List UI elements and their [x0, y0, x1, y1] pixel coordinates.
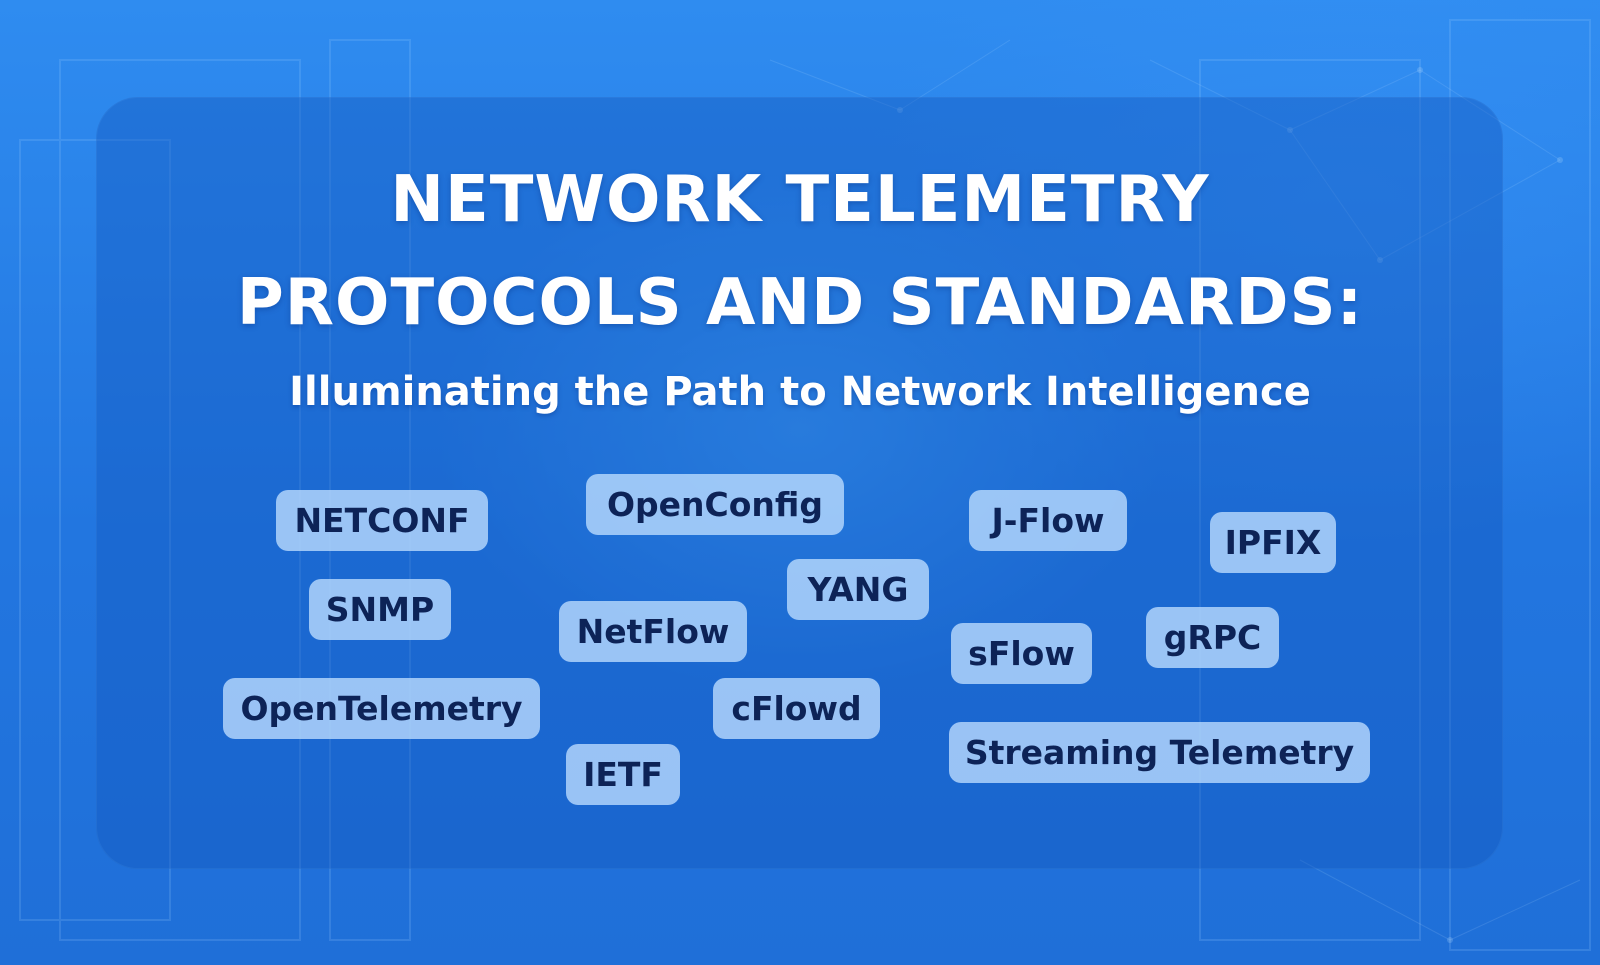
tag-yang: YANG: [787, 559, 929, 620]
title-line-2: PROTOCOLS AND STANDARDS:: [236, 266, 1364, 340]
tag-cflowd: cFlowd: [713, 678, 880, 739]
tag-opentelemetry: OpenTelemetry: [223, 678, 540, 739]
tag-ipfix: IPFIX: [1210, 512, 1336, 573]
tag-grpc: gRPC: [1146, 607, 1279, 668]
tag-streaming-telemetry: Streaming Telemetry: [949, 722, 1370, 783]
tag-sflow: sFlow: [951, 623, 1092, 684]
subtitle: Illuminating the Path to Network Intelli…: [289, 369, 1311, 415]
tag-ietf: IETF: [566, 744, 680, 805]
tag-netconf: NETCONF: [276, 490, 488, 551]
tag-snmp: SNMP: [309, 579, 451, 640]
tag-netflow: NetFlow: [559, 601, 747, 662]
tag-openconfig: OpenConfig: [586, 474, 844, 535]
title-line-1: NETWORK TELEMETRY: [390, 163, 1210, 237]
tag-j-flow: J-Flow: [969, 490, 1127, 551]
